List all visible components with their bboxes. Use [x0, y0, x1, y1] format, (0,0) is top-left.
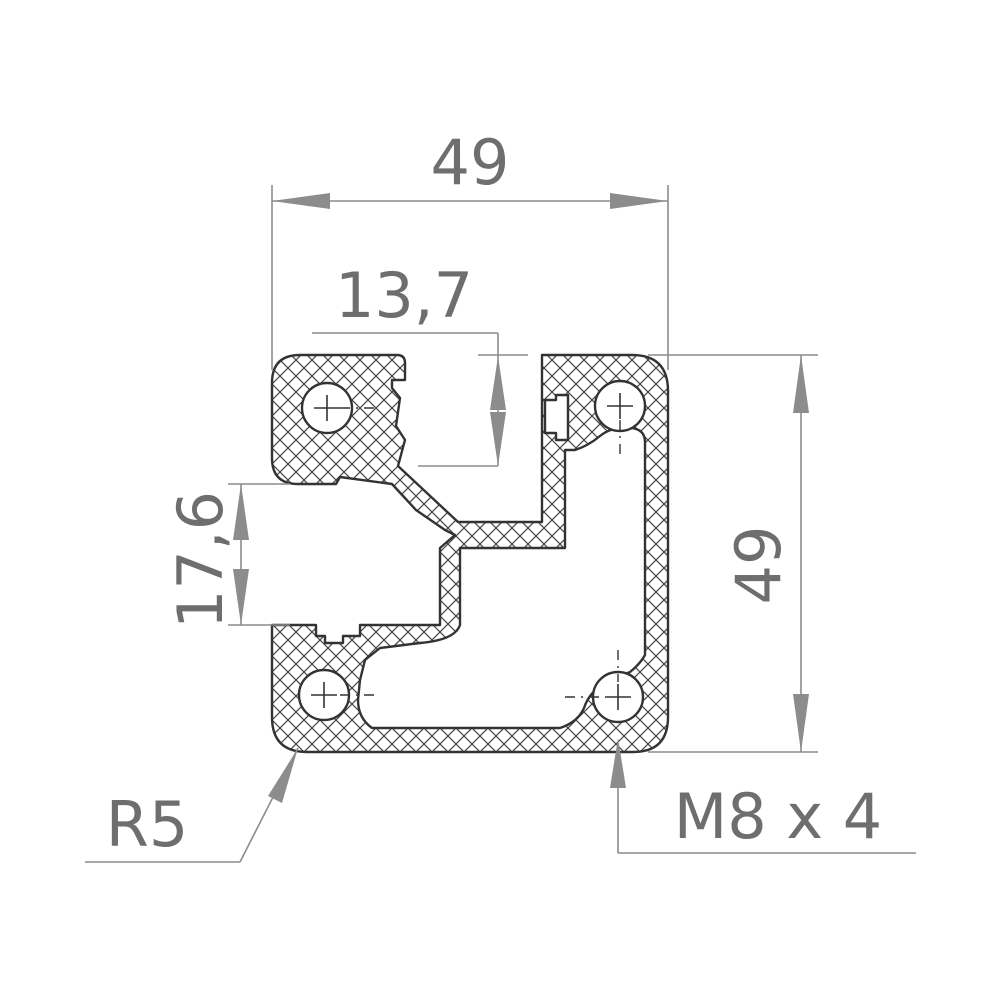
top-right-slot-notch	[543, 393, 570, 442]
dimension-slot-width: 13,7	[312, 259, 528, 467]
dimension-corner-radius: R5	[85, 747, 299, 863]
dimension-corner-radius-label: R5	[106, 788, 189, 861]
center-lines	[340, 407, 621, 698]
hole-center-marks	[311, 393, 633, 710]
dimension-slot-opening-label: 17,6	[164, 491, 237, 629]
dimension-thread-label: M8 x 4	[674, 780, 883, 853]
dimension-thread: M8 x 4	[610, 738, 916, 854]
dimension-slot-width-label: 13,7	[335, 259, 473, 332]
dimension-slot-opening: 17,6	[164, 483, 290, 629]
profile-cross-section	[270, 353, 670, 754]
dimension-side-height: 49	[648, 354, 818, 753]
dimension-top-width: 49	[271, 126, 669, 370]
dimension-side-height-label: 49	[722, 526, 795, 605]
dimension-top-width-label: 49	[431, 126, 510, 199]
